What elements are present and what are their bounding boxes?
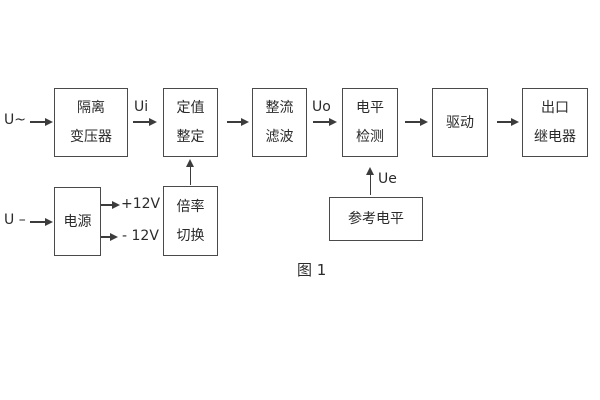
block-output-relay: 出口 继电器 (522, 88, 588, 157)
arrow-up-icon-multiplier-to-setpoint (189, 167, 191, 185)
label-ui: Ui (134, 99, 149, 115)
block-line: 参考电平 (348, 211, 404, 227)
block-line: 电平 (356, 100, 384, 116)
block-setpoint-adjust: 定值 整定 (163, 88, 218, 157)
arrow-right-icon-power-minus12v (101, 236, 110, 238)
label-u-ac: U~ (4, 112, 26, 128)
block-line: 定值 (176, 100, 205, 116)
arrow-right-icon-udc-to-power (30, 221, 45, 223)
label-plus-12v: +12V (121, 196, 161, 212)
arrow-right-icon-leveldetect-to-drive (405, 121, 420, 123)
label-minus-12v: - 12V (122, 228, 159, 244)
block-line: 倍率 (176, 198, 205, 215)
block-line: 驱动 (446, 114, 474, 131)
arrow-right-icon-transformer-to-setpoint (133, 121, 149, 123)
figure-caption: 图 1 (297, 261, 327, 279)
arrow-right-icon-rectifier-to-leveldetect (313, 121, 329, 123)
block-line: 隔离 (77, 100, 105, 116)
block-line: 出口 (541, 100, 569, 116)
block-line: 整定 (176, 129, 205, 145)
arrow-right-icon-power-plus12v (101, 204, 112, 206)
block-drive: 驱动 (432, 88, 488, 157)
block-line: 滤波 (265, 129, 294, 145)
block-line: 切换 (176, 227, 205, 244)
arrow-right-icon-uac-to-transformer (30, 121, 45, 123)
block-line: 电源 (63, 213, 92, 230)
arrow-up-icon-reference-to-leveldetect (369, 175, 371, 195)
label-ue: Ue (378, 171, 397, 187)
block-line: 整流 (265, 100, 294, 116)
label-u-dc: U – (4, 212, 26, 228)
arrow-right-icon-setpoint-to-rectifier (227, 121, 241, 123)
block-reference-level: 参考电平 (329, 197, 423, 241)
label-uo: Uo (312, 99, 331, 115)
block-line: 继电器 (534, 129, 576, 145)
block-line: 检测 (356, 129, 384, 145)
block-isolation-transformer: 隔离 变压器 (54, 88, 128, 157)
block-rectify-filter: 整流 滤波 (252, 88, 307, 157)
block-power-supply: 电源 (54, 187, 101, 256)
block-level-detect: 电平 检测 (342, 88, 398, 157)
block-line: 变压器 (70, 129, 112, 145)
block-multiplier-switch: 倍率 切换 (163, 186, 218, 256)
arrow-right-icon-drive-to-relay (497, 121, 511, 123)
